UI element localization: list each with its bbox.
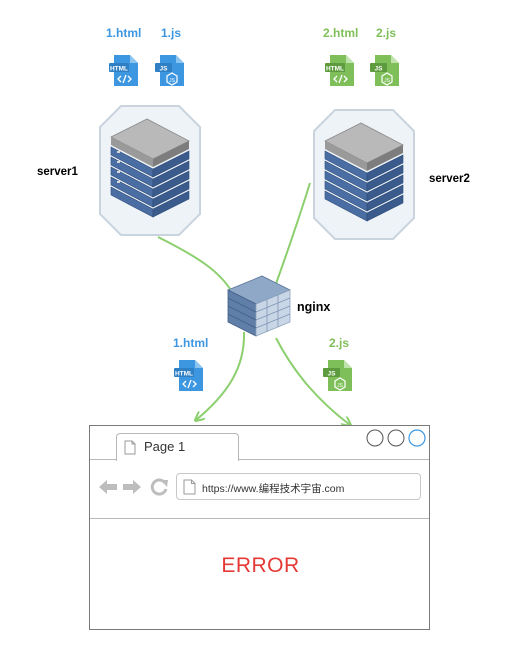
server2-rack-icon [313,109,415,240]
browser-window: Page 1 https://www.编程技术宇宙.com ERROR [89,425,430,630]
server1-file-label: 1.html [106,26,142,40]
address-bar[interactable]: https://www.编程技术宇宙.com [176,473,421,500]
html-file-icon: HTML [174,360,203,391]
maximize-button[interactable] [387,429,405,447]
page-content-error: ERROR [221,554,300,577]
svg-text:JS: JS [337,383,344,389]
js-file-icon: JS JS [370,55,399,86]
svg-text:JS: JS [375,66,384,73]
svg-text:JS: JS [328,371,337,378]
routed-file-label: 1.html [173,336,209,350]
server1-label: server1 [37,166,78,178]
tab-title: Page 1 [144,439,186,454]
svg-text:HTML: HTML [175,371,193,378]
nginx-server-icon [227,275,291,337]
server2-file-label: 2.js [376,26,397,40]
url-text: https://www.编程技术宇宙.com [202,483,345,495]
svg-text:JS: JS [169,78,176,84]
server1-to-nginx-line [157,236,233,293]
toolbar-divider [90,518,429,519]
svg-text:HTML: HTML [326,66,344,73]
server1-rack-icon [99,105,201,236]
close-button[interactable] [408,429,426,447]
page-icon [124,440,136,455]
nginx-label: nginx [297,300,331,314]
forward-arrow-icon[interactable] [122,478,142,496]
back-arrow-icon[interactable] [98,478,118,496]
html-file-icon: HTML [109,55,138,86]
routed-file-label: 2.js [329,336,350,350]
server2-to-nginx-line [272,182,311,293]
browser-tab[interactable]: Page 1 [116,433,239,461]
js-file-icon: JS JS [155,55,184,86]
server2-label: server2 [429,173,470,185]
server1-file-label: 1.js [161,26,182,40]
html-file-icon: HTML [325,55,354,86]
svg-text:JS: JS [384,78,391,84]
server2-file-label: 2.html [323,26,359,40]
js-file-icon: JS JS [323,360,352,391]
minimize-button[interactable] [366,429,384,447]
browser-tab-bar [90,426,429,460]
page-icon [183,479,196,495]
nginx-to-browser-arrow-left [196,331,246,420]
refresh-icon[interactable] [149,477,169,497]
svg-text:HTML: HTML [110,66,128,73]
svg-text:JS: JS [160,66,169,73]
nginx-to-browser-arrow-right [275,337,350,425]
